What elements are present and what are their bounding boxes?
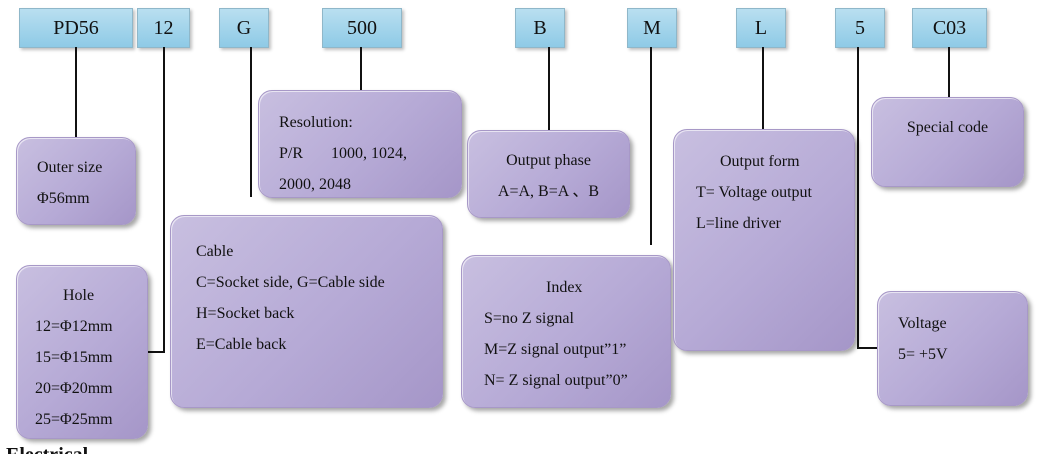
code-box-output-form: L (736, 8, 786, 48)
connector-model (75, 47, 77, 137)
voltage-title: Voltage (898, 315, 947, 332)
connector-special (948, 47, 950, 97)
code-box-model: PD56 (19, 8, 133, 48)
connector-index (650, 47, 652, 245)
connector-hole-vertical (163, 47, 165, 353)
hole-item-15: 15=Φ15mm (35, 349, 113, 366)
index-item-s: S=no Z signal (484, 310, 574, 327)
outer-size-title: Outer size (37, 159, 103, 176)
output-form-item-t: T= Voltage output (696, 184, 812, 201)
connector-hole-horizontal (148, 351, 165, 353)
resolution-box: Resolution: P/R 1000, 1024, 2000, 2048 (258, 90, 462, 198)
voltage-box: Voltage 5= +5V (877, 291, 1028, 406)
cable-item-h: H=Socket back (196, 305, 295, 322)
outer-size-box: Outer size Φ56mm (16, 137, 136, 225)
connector-voltage-vertical (857, 47, 859, 349)
resolution-line-1: P/R 1000, 1024, (279, 145, 408, 162)
output-phase-title: Output phase (506, 152, 591, 169)
hole-box: Hole 12=Φ12mm 15=Φ15mm 20=Φ20mm 25=Φ25mm (16, 265, 148, 439)
voltage-value: 5= +5V (898, 346, 948, 363)
resolution-title: Resolution: (279, 114, 353, 131)
cable-item-e: E=Cable back (196, 336, 287, 353)
code-box-voltage: 5 (835, 8, 885, 48)
index-item-n: N= Z signal output”0” (484, 372, 628, 389)
cable-item-c-g: C=Socket side, G=Cable side (196, 274, 385, 291)
hole-title: Hole (63, 287, 95, 304)
code-box-phase: B (515, 8, 565, 48)
cable-box: Cable C=Socket side, G=Cable side H=Sock… (170, 215, 443, 408)
outer-size-value: Φ56mm (37, 190, 90, 207)
connector-resolution (360, 47, 362, 90)
resolution-line-2: 2000, 2048 (279, 176, 351, 193)
output-phase-box: Output phase A=A, B=A 、B (467, 130, 630, 218)
output-form-box: Output form T= Voltage output L=line dri… (673, 129, 855, 351)
code-box-special: C03 (912, 8, 987, 48)
index-box: Index S=no Z signal M=Z signal output”1”… (461, 255, 671, 408)
code-box-index: M (627, 8, 677, 48)
connector-output-form (762, 47, 764, 129)
index-item-m: M=Z signal output”1” (484, 341, 627, 358)
connector-voltage-horizontal (857, 347, 877, 349)
code-box-resolution: 500 (322, 8, 402, 48)
footer-heading: Electrical (6, 440, 136, 454)
special-code-title: Special code (906, 119, 989, 136)
special-code-box: Special code (871, 97, 1024, 187)
connector-phase (548, 47, 550, 130)
cable-title: Cable (196, 243, 234, 260)
hole-item-12: 12=Φ12mm (35, 318, 113, 335)
footer-heading-text: Electrical (6, 444, 88, 454)
connector-cable (250, 47, 252, 197)
output-form-title: Output form (720, 153, 800, 170)
output-form-item-l: L=line driver (696, 215, 781, 232)
index-title: Index (546, 279, 583, 296)
code-box-hole: 12 (137, 8, 190, 48)
hole-item-20: 20=Φ20mm (35, 380, 113, 397)
hole-item-25: 25=Φ25mm (35, 411, 113, 428)
output-phase-value: A=A, B=A 、B (497, 183, 600, 200)
code-box-cable: G (219, 8, 269, 48)
